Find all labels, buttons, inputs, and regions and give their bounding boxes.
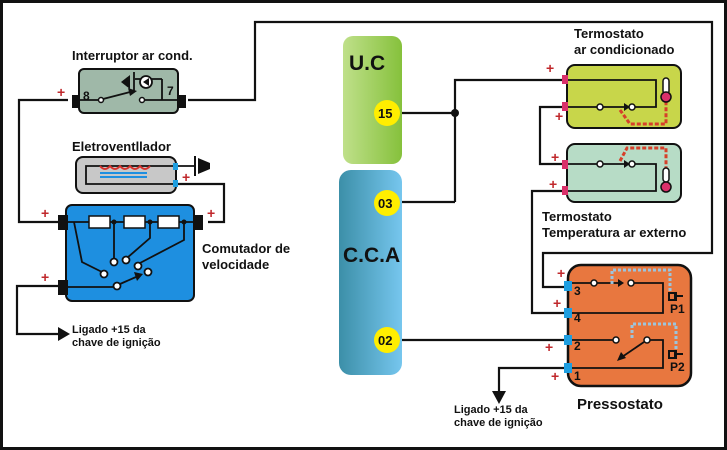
cca-label: C.C.A — [343, 244, 400, 267]
comutador-label-1: Comutador de — [202, 241, 290, 256]
wire-comutador-to-ignition — [15, 284, 60, 336]
svg-text:+: + — [546, 60, 554, 76]
coil-icon — [99, 164, 151, 170]
svg-text:+: + — [41, 269, 49, 285]
svg-text:+: + — [549, 176, 557, 192]
svg-text:+: + — [551, 368, 559, 384]
terminal-02 — [374, 327, 400, 353]
interruptor-label: Interruptor ar cond. — [72, 48, 193, 63]
resistor-1 — [88, 215, 111, 229]
thermometer-icon — [660, 77, 672, 103]
svg-text:Ligado +15 da: Ligado +15 da — [72, 324, 147, 336]
svg-text:chave de ignição: chave de ignição — [72, 337, 161, 349]
resistor-2 — [123, 215, 146, 229]
svg-text:Termostato: Termostato — [574, 26, 644, 41]
svg-text:ar condicionado: ar condicionado — [574, 42, 674, 57]
eletroventilador[interactable]: Eletroventllador + — [72, 139, 210, 194]
ground-icon — [194, 156, 210, 176]
wire-interruptor-to-pressostato-3 — [188, 20, 714, 289]
comutador-label-2: velocidade — [202, 257, 269, 272]
arrow-ignition-right-icon — [492, 391, 506, 404]
svg-text:+: + — [545, 339, 553, 355]
uc-label: U.C — [349, 52, 385, 75]
svg-text:+: + — [557, 265, 565, 281]
connector-left — [72, 95, 80, 108]
svg-text:4: 4 — [574, 311, 581, 325]
resistor-3 — [157, 215, 180, 229]
eletroventilador-label: Eletroventllador — [72, 139, 171, 154]
svg-text:+: + — [41, 205, 49, 221]
svg-text:chave de ignição: chave de ignição — [454, 417, 543, 429]
svg-text:+: + — [551, 149, 559, 165]
wire-fan-to-comutador — [178, 182, 226, 224]
terminal-15 — [374, 100, 400, 126]
thermometer-icon — [660, 167, 672, 193]
pressure-sensor-p2-icon — [668, 350, 683, 359]
arrow-ignition-left-icon — [58, 327, 70, 341]
svg-text:+: + — [553, 295, 561, 311]
comutador-de-velocidade[interactable]: Comutador de velocidade + + + — [41, 204, 290, 302]
svg-text:3: 3 — [574, 284, 581, 298]
svg-text:+: + — [555, 108, 563, 124]
pin-8: 8 — [83, 89, 90, 103]
svg-text:15: 15 — [378, 106, 392, 121]
svg-text:P1: P1 — [670, 302, 685, 316]
ignition-label-left: Ligado +15 da chave de ignição — [72, 324, 161, 349]
unidade-controle[interactable]: U.C 15 — [343, 36, 402, 164]
pressostato-label: Pressostato — [577, 396, 663, 413]
svg-text:Ligado +15 da: Ligado +15 da — [454, 404, 529, 416]
wire-termostato-ac-to-ext — [538, 105, 565, 166]
pressostato[interactable]: 3 4 2 1 P1 P2 Pressostato + — [545, 263, 693, 413]
svg-text:P2: P2 — [670, 360, 685, 374]
svg-text:+: + — [182, 169, 190, 185]
svg-text:Temperatura ar externo: Temperatura ar externo — [542, 225, 686, 240]
svg-text:2: 2 — [574, 339, 581, 353]
wire-interruptor-to-comutador — [17, 98, 68, 224]
connector-right — [178, 95, 186, 108]
wire-termostato-ext-to-pressostato-4 — [530, 189, 565, 315]
ignition-label-right: Ligado +15 da chave de ignição — [454, 404, 543, 429]
termostato-ar-condicionado[interactable]: Termostato ar condicionado + + — [546, 26, 682, 129]
svg-text:02: 02 — [378, 333, 392, 348]
central-cca[interactable]: C.C.A 03 02 — [339, 170, 402, 375]
wires — [15, 20, 714, 404]
svg-text:03: 03 — [378, 196, 392, 211]
wire-pressostato-1-to-ignition — [497, 366, 565, 392]
wire-junction-to-termostato-ac — [453, 78, 565, 202]
interruptor-ar-cond[interactable]: Interruptor ar cond. 8 7 + — [57, 48, 193, 114]
termostato-ar-externo[interactable]: + + Termostato Temperatura ar externo — [542, 143, 686, 240]
terminal-03 — [374, 190, 400, 216]
pressure-sensor-p1-icon — [668, 292, 683, 301]
svg-text:+: + — [207, 205, 215, 221]
svg-text:+: + — [57, 84, 65, 100]
button-icon — [121, 75, 130, 89]
pin-7: 7 — [167, 84, 174, 98]
svg-text:Termostato: Termostato — [542, 209, 612, 224]
svg-text:1: 1 — [574, 369, 581, 383]
